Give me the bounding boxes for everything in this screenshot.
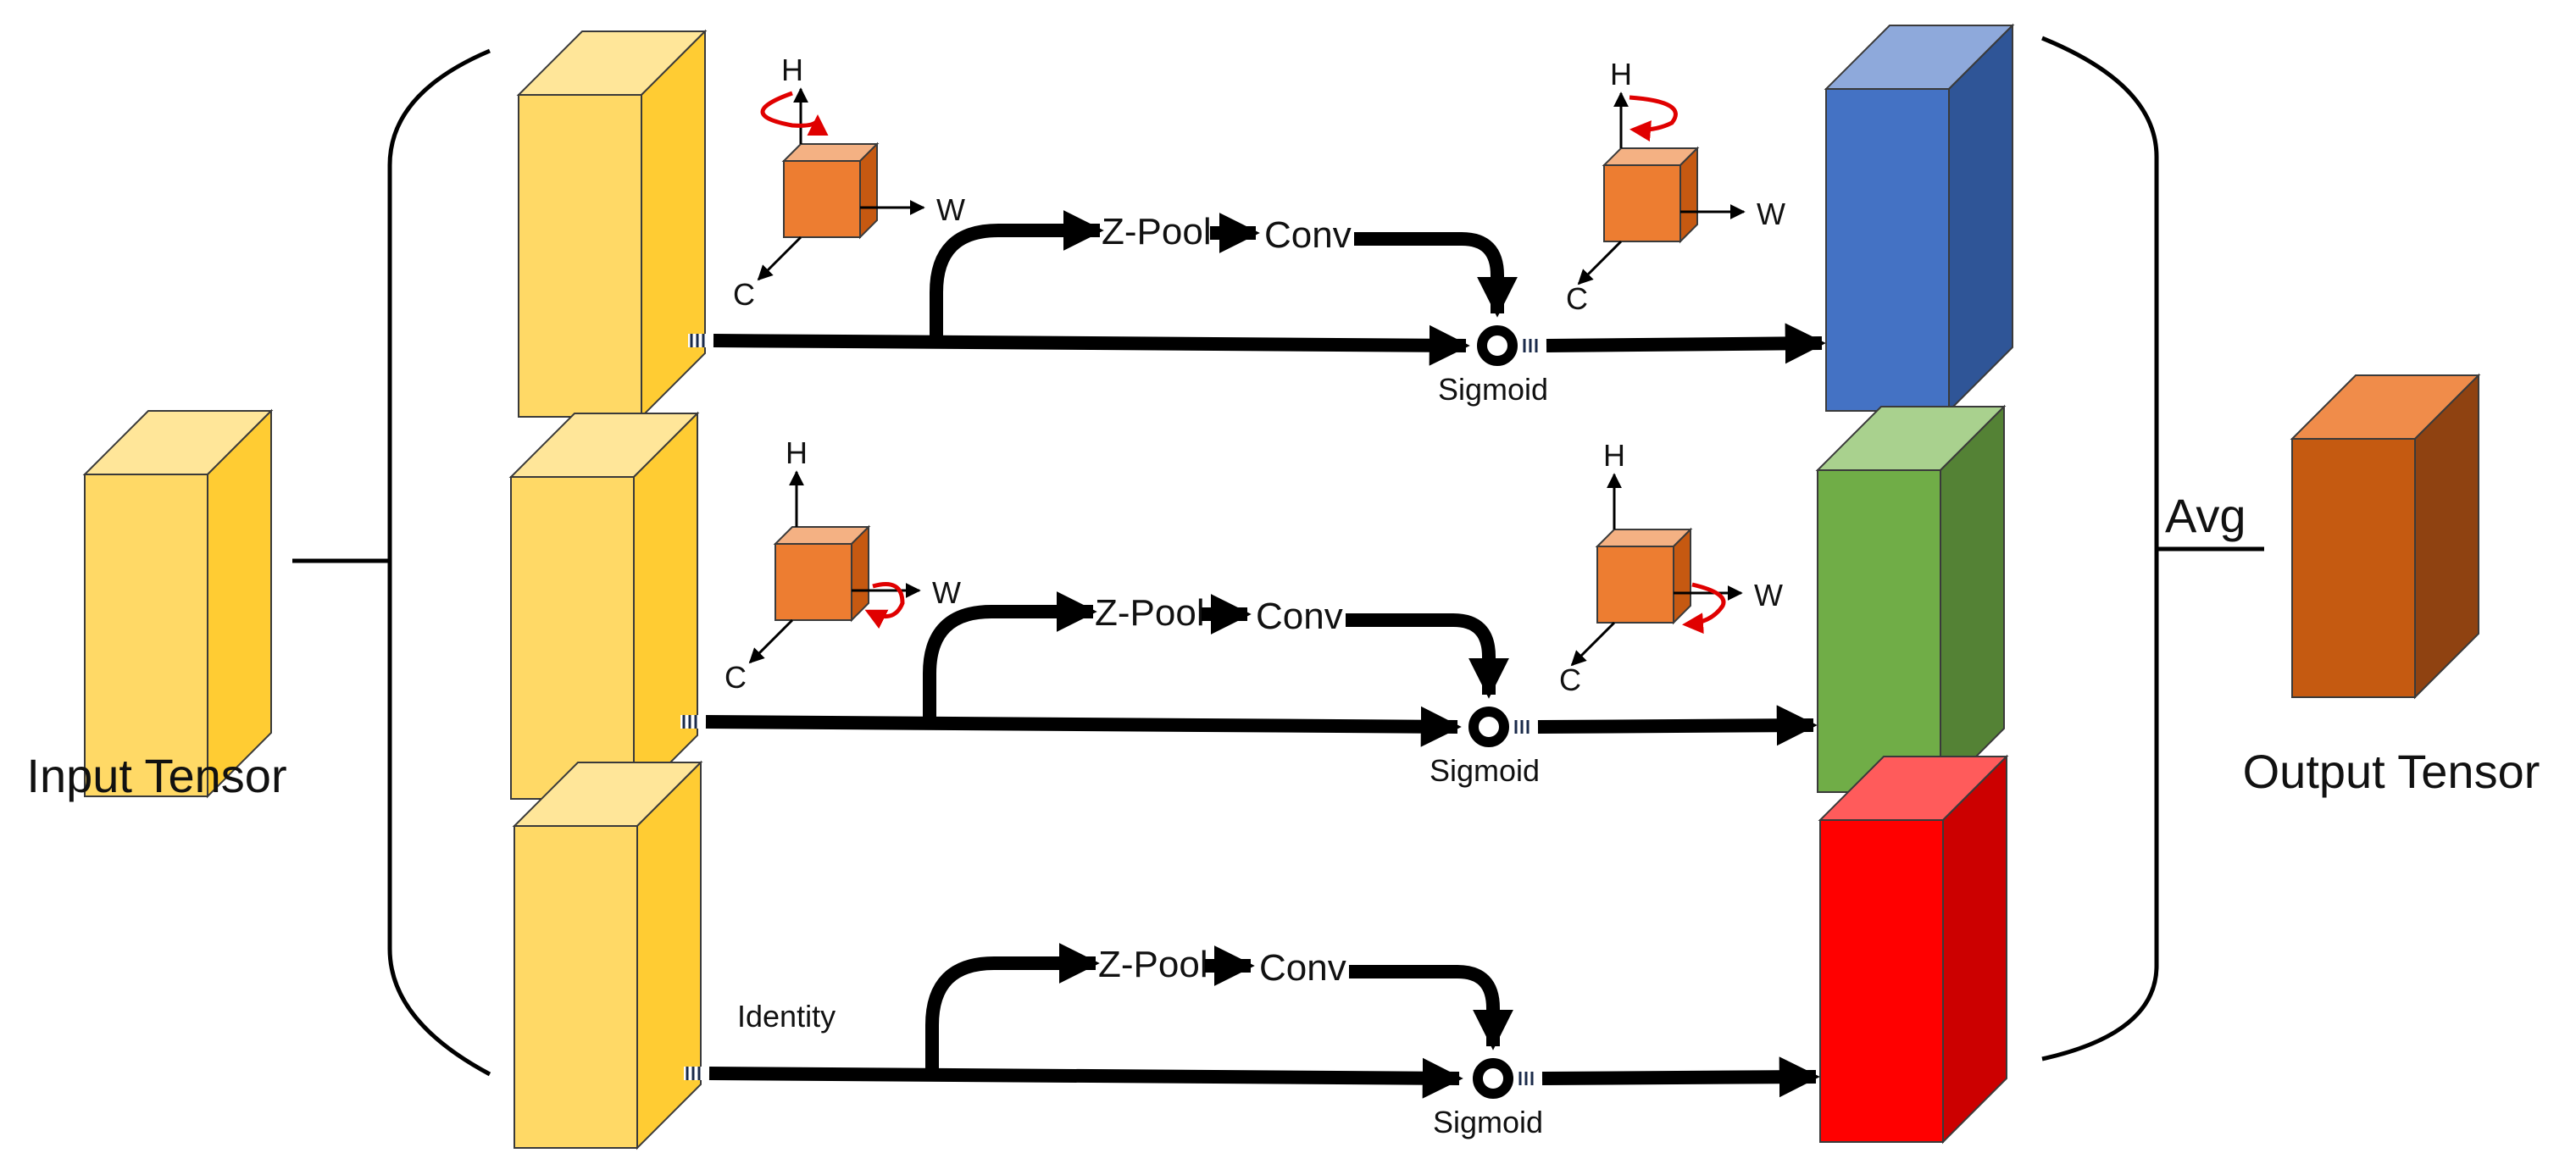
branch-3-upper-path xyxy=(925,943,1100,1073)
branch-2-conv-label: Conv xyxy=(1256,596,1343,637)
branch-2-right-h-label: H xyxy=(1603,438,1625,473)
branch-2-input-block xyxy=(510,413,698,800)
output-tensor-label: Output Tensor xyxy=(2243,745,2540,798)
output-tensor-block xyxy=(2290,373,2481,700)
branch-1-conv-to-gate xyxy=(1354,232,1518,318)
rotation-arrow-icon xyxy=(864,582,905,629)
branch-3-conv-to-gate xyxy=(1349,965,1513,1050)
branch-3-main-line xyxy=(708,1057,1463,1099)
branch-1-output-block xyxy=(1824,23,2015,413)
branch-3-zpool-label: Z-Pool xyxy=(1098,944,1208,985)
input-tensor-label: Input Tensor xyxy=(26,749,286,802)
branch-2-output-block xyxy=(1815,404,2007,795)
branch-1-gate-icon xyxy=(1477,325,1518,366)
branch-1-left-axes: H W C xyxy=(733,53,965,312)
branch-1-upper-path xyxy=(930,210,1104,341)
branch-3-output-block xyxy=(1818,754,2009,1145)
branch-2-gate-icon xyxy=(1468,707,1509,747)
branch-2-right-w-label: W xyxy=(1754,578,1783,613)
branch-3-identity-label: Identity xyxy=(737,999,836,1034)
branch-1-right-h-label: H xyxy=(1610,57,1632,91)
branch-2-zpool-label: Z-Pool xyxy=(1095,592,1205,634)
branch-1-right-c-label: C xyxy=(1566,281,1588,316)
branch-1-sigmoid-label: Sigmoid xyxy=(1438,372,1548,407)
branch-2-right-axes: H W C xyxy=(1559,438,1783,697)
branch-1-input-block xyxy=(518,30,706,418)
branch-2-conv-to-gate xyxy=(1346,613,1509,699)
rotation-arrow-icon xyxy=(760,91,829,136)
branch-1-right-w-label: W xyxy=(1757,197,1785,231)
branch-2-sigmoid-label: Sigmoid xyxy=(1430,753,1540,788)
branch-3: Identity Z-Pool Conv Sigmoid xyxy=(514,754,2009,1149)
branch-1-conv-label: Conv xyxy=(1264,214,1352,256)
branch-1-left-w-label: W xyxy=(936,192,965,227)
branch-2-left-w-label: W xyxy=(932,575,961,610)
branch-3-sigmoid-label: Sigmoid xyxy=(1433,1105,1543,1139)
branch-2-left-h-label: H xyxy=(786,435,808,470)
branch-3-conv-label: Conv xyxy=(1259,947,1346,989)
branch-3-output-line xyxy=(1541,1056,1820,1098)
rotation-arrow-icon xyxy=(1629,95,1678,142)
branch-2-output-line xyxy=(1537,705,1818,746)
left-bracket xyxy=(387,48,491,1077)
avg-label: Avg xyxy=(2165,489,2246,542)
branch-2-right-c-label: C xyxy=(1559,662,1581,697)
branch-1-output-line xyxy=(1546,323,1826,364)
branch-1-right-axes: H W C xyxy=(1566,57,1785,316)
branch-2: H W C Z-Pool Conv Sigmoid H W C xyxy=(510,404,2007,800)
right-bracket xyxy=(2041,36,2159,1062)
branch-2-left-c-label: C xyxy=(724,660,747,695)
branch-2-main-line xyxy=(705,706,1462,747)
branch-3-input-block xyxy=(514,762,702,1149)
rotation-arrow-icon xyxy=(1682,582,1726,635)
branch-2-left-axes: H W C xyxy=(724,435,961,695)
branch-1-main-line xyxy=(713,324,1470,366)
branch-3-gate-icon xyxy=(1473,1058,1513,1099)
branch-2-upper-path xyxy=(923,591,1097,722)
branch-1-left-h-label: H xyxy=(781,53,803,87)
branch-1-zpool-label: Z-Pool xyxy=(1102,211,1212,252)
input-tensor-block xyxy=(82,408,274,799)
branch-1: H W C Z-Pool Conv Sigmoid H W C xyxy=(518,23,2015,418)
branch-1-left-c-label: C xyxy=(733,277,755,312)
